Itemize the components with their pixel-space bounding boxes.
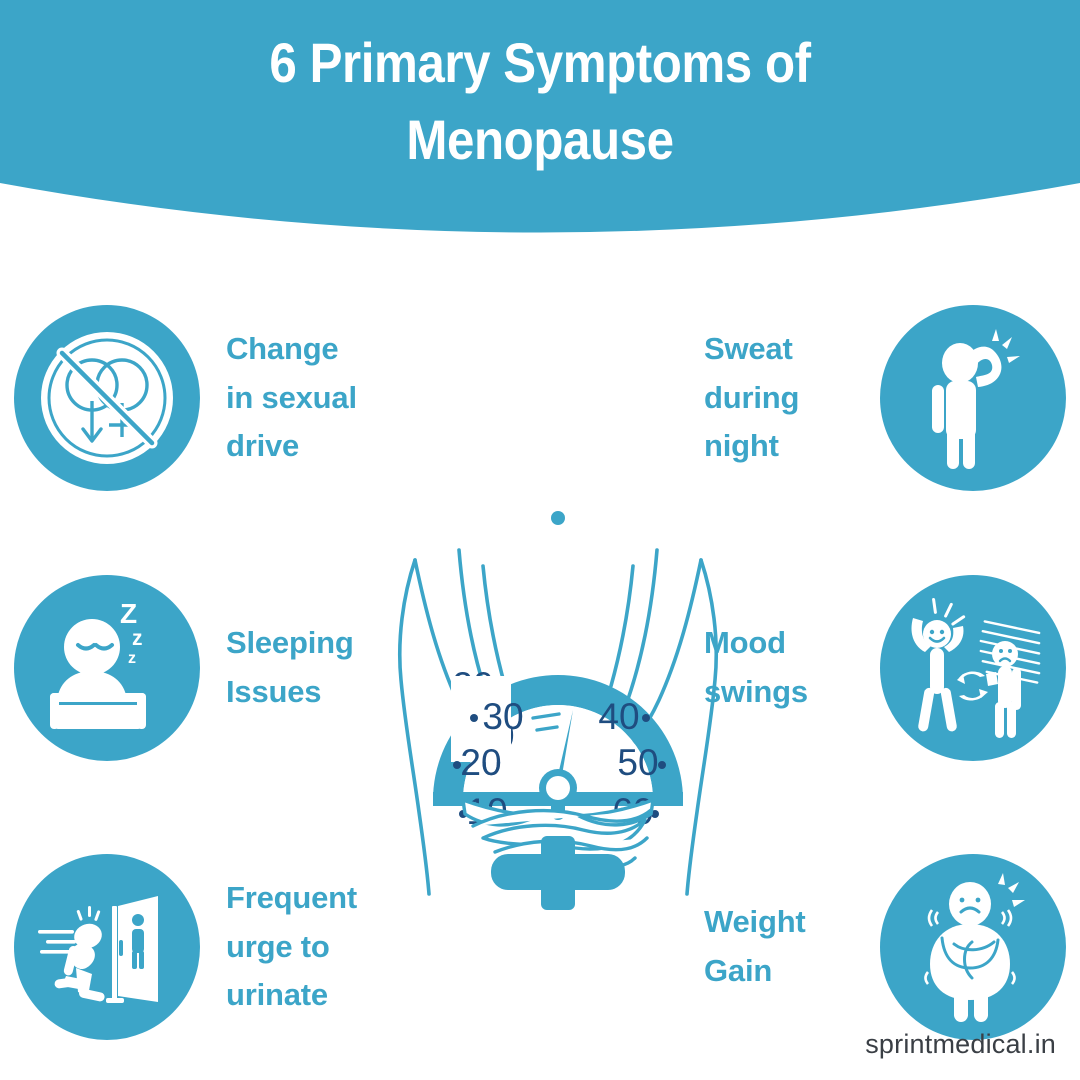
svg-text:20: 20 [460, 742, 501, 783]
running-to-restroom-icon [14, 854, 200, 1040]
symptom-label-frequent-urination: Frequent urge to urinate [226, 879, 358, 1013]
symptom-label-sleeping-issues: Sleeping Issues [226, 625, 354, 709]
symptom-sleeping-issues[interactable]: Z z z Sleeping Issues [14, 575, 406, 761]
symptom-night-sweat[interactable]: Sweat during night [704, 305, 1066, 491]
symptom-sexual-drive[interactable]: Change in sexual drive [14, 305, 406, 491]
no-sexual-drive-icon [14, 305, 200, 491]
header-curved-shape [0, 0, 1080, 233]
svg-text:40: 40 [598, 696, 639, 737]
svg-text:Z: Z [120, 598, 137, 629]
weight-gain-person-icon [880, 854, 1066, 1040]
mood-swings-icon [880, 575, 1066, 761]
svg-text:30: 30 [482, 696, 523, 737]
sweating-person-icon [880, 305, 1066, 491]
footer-website: sprintmedical.in [865, 1029, 1056, 1059]
symptom-row-2: Z z z Sleeping Issues Mood swings [0, 573, 1080, 763]
svg-text:z: z [128, 650, 136, 667]
torso-with-weight-gauge-illustration: 30 20 10 30 20 10 40 50 60 30 20 [333, 448, 783, 910]
sleeping-person-icon: Z z z [14, 575, 200, 761]
header-banner: 6 Primary Symptoms of Menopause [0, 0, 1080, 275]
venus-symbol [491, 836, 625, 910]
symptom-label-night-sweat: Sweat during night [704, 330, 800, 464]
symptom-row-3: Frequent urge to urinate Weight Gain [0, 852, 1080, 1042]
page-title: 6 Primary Symptoms of Menopause [269, 31, 811, 172]
symptom-frequent-urination[interactable]: Frequent urge to urinate [14, 854, 406, 1040]
svg-text:z: z [132, 627, 143, 650]
symptom-weight-gain[interactable]: Weight Gain [704, 854, 1066, 1040]
navel-dot [551, 511, 565, 525]
svg-text:50: 50 [617, 742, 658, 783]
symptom-row-1: Change in sexual drive Sweat during nigh… [0, 303, 1080, 493]
symptom-label-weight-gain: Weight Gain [704, 904, 806, 988]
symptom-label-sexual-drive: Change in sexual drive [226, 330, 357, 464]
